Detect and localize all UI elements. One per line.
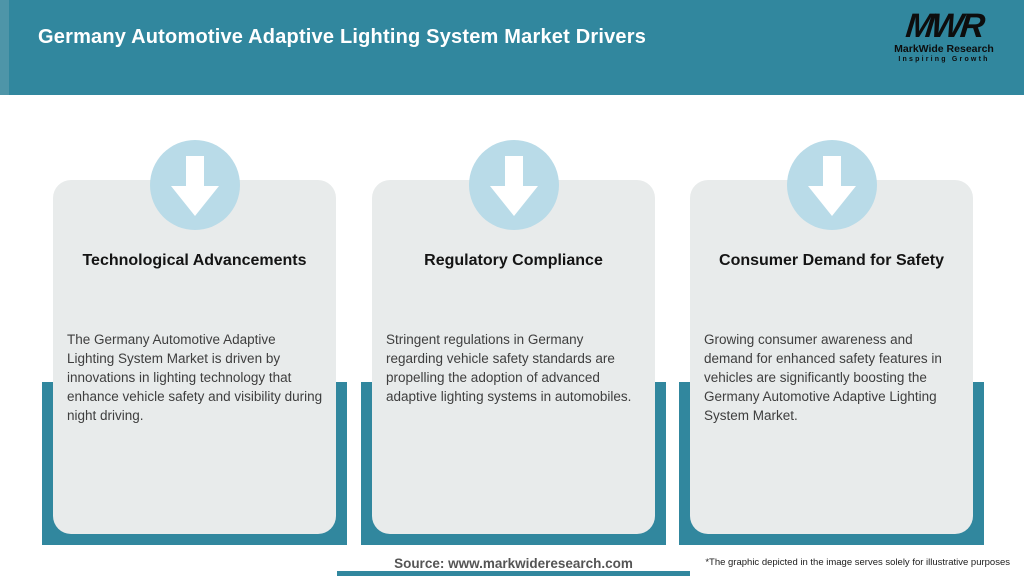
arrow-badge <box>468 140 559 230</box>
page-title: Germany Automotive Adaptive Lighting Sys… <box>38 26 647 48</box>
header-left-edge-strip <box>0 0 9 95</box>
source-attribution: Source: www.markwideresearch.com <box>394 556 633 571</box>
card-body-text: The Germany Automotive Adaptive Lighting… <box>67 332 323 423</box>
card-body-text: Growing consumer awareness and demand fo… <box>704 332 942 423</box>
logo-company-name: MarkWide Research <box>894 43 994 55</box>
header-band: Germany Automotive Adaptive Lighting Sys… <box>0 0 1024 95</box>
arrow-badge <box>149 140 240 230</box>
driver-column-technological-advancements: Technological Advancements The Germany A… <box>42 140 347 545</box>
bottom-teal-bar <box>337 571 690 576</box>
card-title: Consumer Demand for Safety <box>719 252 944 269</box>
driver-column-consumer-demand-for-safety: Consumer Demand for Safety Growing consu… <box>679 140 984 545</box>
logo-acronym: MWR <box>904 7 984 45</box>
arrow-down-icon <box>170 156 219 216</box>
driver-card: Regulatory Compliance Stringent regulati… <box>372 180 655 534</box>
arrow-down-icon <box>807 156 856 216</box>
disclaimer-note: *The graphic depicted in the image serve… <box>705 557 1010 568</box>
markwide-research-logo: MWR MarkWide Research Inspiring Growth <box>884 7 1004 64</box>
card-title: Technological Advancements <box>82 252 307 269</box>
driver-column-regulatory-compliance: Regulatory Compliance Stringent regulati… <box>361 140 666 545</box>
card-title: Regulatory Compliance <box>424 252 603 269</box>
arrow-badge <box>786 140 877 230</box>
arrow-down-icon <box>489 156 538 216</box>
driver-card: Technological Advancements The Germany A… <box>53 180 336 534</box>
card-body-text: Stringent regulations in Germany regardi… <box>386 332 632 404</box>
driver-card: Consumer Demand for Safety Growing consu… <box>690 180 973 534</box>
logo-tagline: Inspiring Growth <box>898 56 990 63</box>
